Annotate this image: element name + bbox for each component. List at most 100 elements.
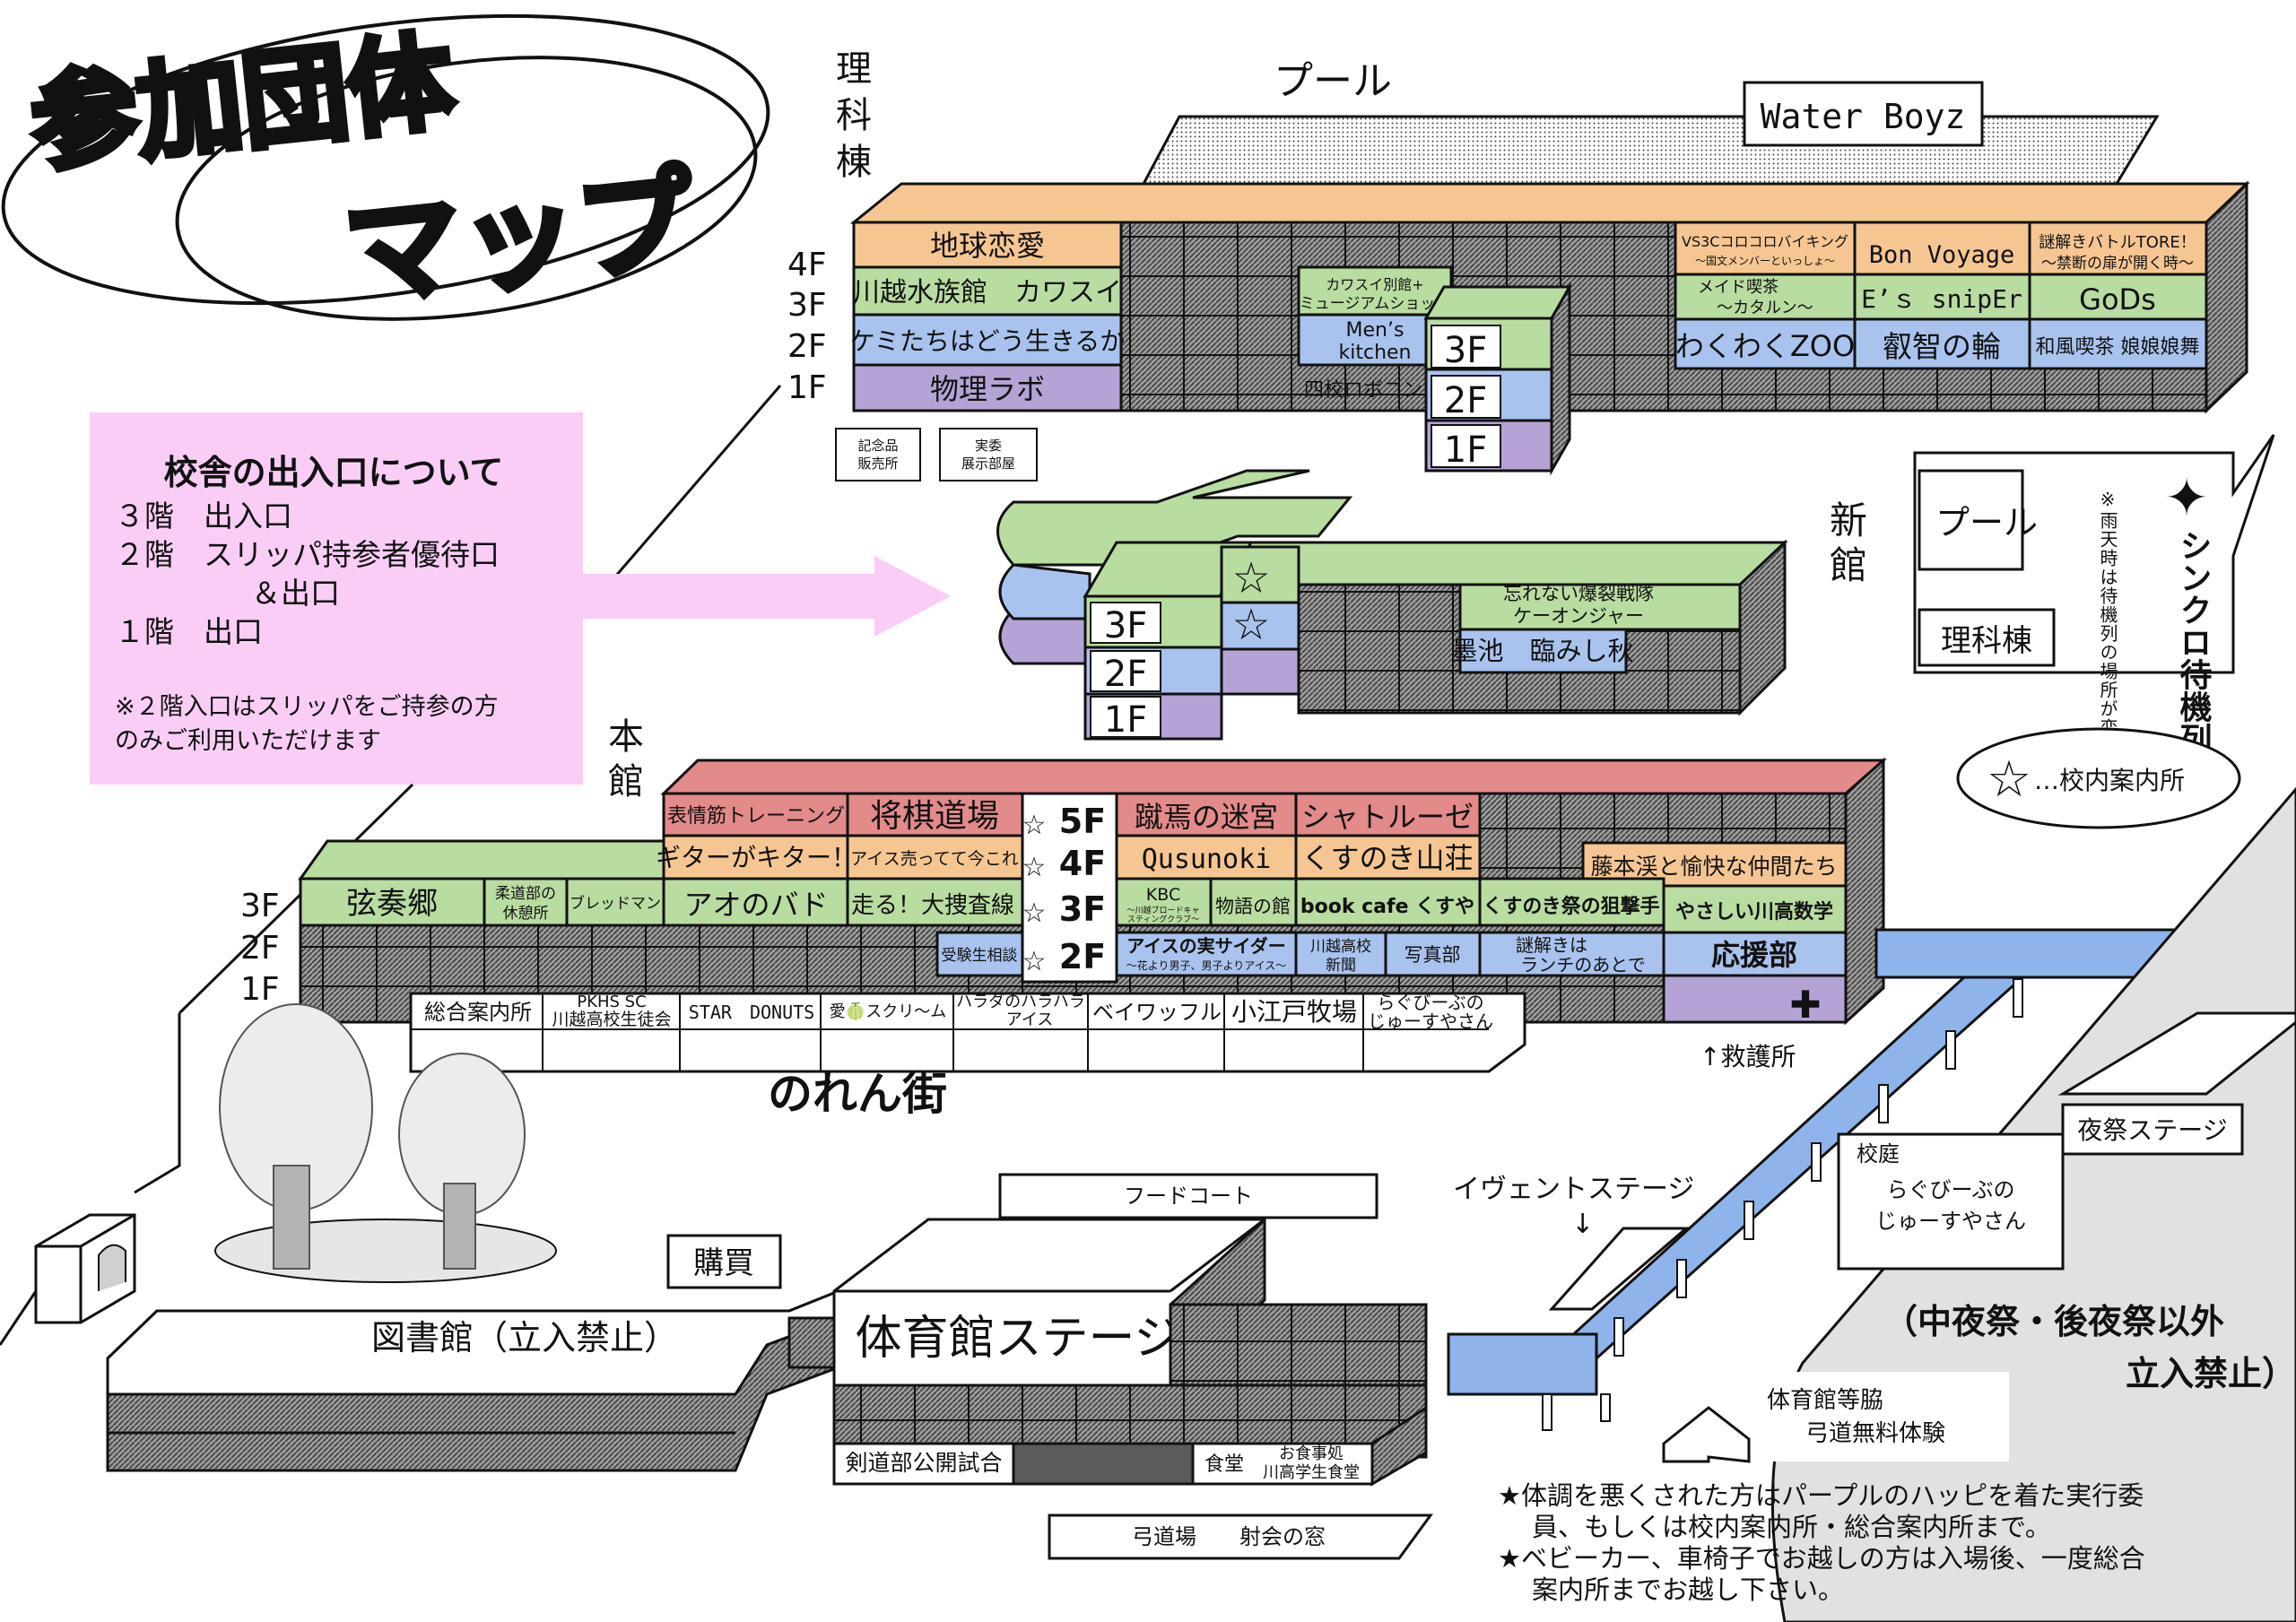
library-link <box>787 1316 836 1369</box>
kyudojo-label: 弓道場 射会の窓 <box>1132 1524 1326 1549</box>
walkway-segment-3 <box>1447 1332 1598 1396</box>
pool-label: プール <box>1274 58 1392 104</box>
new-tower-1f-label: 1F <box>1104 699 1147 741</box>
sci-3f-b-label-1: カワスイ別館+ <box>1326 276 1423 293</box>
leader-line-2 <box>178 783 414 1015</box>
new-label-2: 館 <box>1830 543 1867 587</box>
sci-2f-d-label: 叡智の輪 <box>1883 329 2001 364</box>
main-3f-d <box>662 877 849 927</box>
main-2f-c-label-1: 川越高校 <box>1310 938 1371 956</box>
main-stair-column <box>1021 792 1118 984</box>
food-court-box <box>998 1173 1378 1219</box>
science-label-1: 理 <box>836 48 872 90</box>
pool-area <box>1141 115 2160 186</box>
sci-3f-c <box>1674 273 1857 321</box>
main-stair-3f-label: 3F <box>1059 889 1106 929</box>
main-3f-e-label: 走る！大捜査線 <box>851 892 1014 919</box>
sci-3f-b <box>1297 265 1453 317</box>
new-tower-cap-3 <box>1220 647 1300 696</box>
main-side <box>1844 757 1885 1026</box>
sci-4f-c-label-1: VS3Cコロコロバイキング <box>1682 233 1848 250</box>
title-line-1: 参加団体 <box>26 19 460 186</box>
gym-dark-block <box>1012 1442 1195 1486</box>
main-4f-c-label: Qusunoki <box>1142 844 1272 875</box>
jitsui-box <box>939 428 1038 481</box>
sci-2f-b-label-2: kitchen <box>1339 342 1412 364</box>
library-building: 図書館（立入禁止） <box>106 1288 840 1472</box>
new-info-star-1: ☆ <box>1231 553 1270 603</box>
sci-tower-2f-tag <box>1431 375 1501 419</box>
first-aid-label: ↑救護所 <box>1700 1042 1796 1071</box>
main-2f-c-label-2: 新聞 <box>1326 957 1356 975</box>
gym-stage-label: 体育館ステージ <box>856 1312 1181 1366</box>
courtyard-rugby-2: じゅーすやさん <box>1875 1209 2026 1234</box>
sci-1f-a <box>852 363 1123 412</box>
sci-floor-4f: 4F <box>787 247 827 283</box>
sci-4f-e-label-2: 〜禁断の扉が開く時〜 <box>2041 255 2194 273</box>
new-wing-green <box>996 469 1353 567</box>
new-tower-3f-tag <box>1090 602 1161 644</box>
library-label: 図書館（立入禁止） <box>371 1318 678 1357</box>
main-3f-f-label-3: スティングクラブ〜 <box>1127 914 1199 924</box>
note-line-4: 案内所までお越し下さい。 <box>1532 1574 1844 1605</box>
entrance-line-3: ＆出口 <box>251 576 340 611</box>
courtyard-label-box <box>1837 1132 2065 1271</box>
main-stair-2f-label: 2F <box>1059 937 1106 976</box>
kyudo-label-2: 弓道無料体験 <box>1805 1420 1945 1447</box>
new-wing-blue <box>998 563 1091 620</box>
main-stair-2f-star: ☆ <box>1022 946 1047 977</box>
water-boyz-label: Water Boyz <box>1761 97 1966 136</box>
entrance-note-2: のみご利用いただけます <box>115 727 381 755</box>
event-stage-platform <box>1548 1227 1691 1311</box>
main-3f-a <box>299 877 486 927</box>
kendo-box <box>832 1442 1015 1486</box>
sci-3f-d-label: E’ｓ snipEr <box>1861 284 2022 314</box>
new-wing-purple <box>998 608 1091 665</box>
cafeteria-label: 食堂 <box>1205 1453 1244 1476</box>
new-tower-2f-tag <box>1090 650 1161 692</box>
sci-1f-a-label: 物理ラボ <box>930 372 1045 406</box>
main-stair-3f-star: ☆ <box>1022 898 1047 929</box>
entrance-arrow <box>583 556 951 637</box>
night-stage-box <box>2061 1103 2244 1156</box>
cafeteria-side <box>1370 1405 1428 1487</box>
main-2f-d <box>1384 931 1482 977</box>
main-3f-g <box>1209 877 1298 927</box>
entrance-line-4: １階 出口 <box>115 614 263 649</box>
sci-4f-e-label-1: 謎解きバトルTORE！ <box>2039 233 2196 252</box>
night-stage-label: 夜祭ステージ <box>2077 1115 2227 1145</box>
cafeteria-sub-1: お食事処 <box>1279 1444 1344 1463</box>
sci-2f-a <box>852 313 1123 367</box>
main-4f-b <box>846 834 1024 880</box>
main-3f-b-label-1: 柔道部の <box>495 885 556 903</box>
new-tower-2f-label: 2F <box>1104 654 1147 695</box>
main-2f-a <box>935 931 1024 977</box>
main-floor-3f: 3F <box>240 888 280 924</box>
sci-2f-b-label-1: Men’s <box>1346 319 1405 342</box>
noren-shop-1: 総合案内所 <box>424 1000 532 1025</box>
main-4f-a-label: ギターがキター！ <box>656 843 857 872</box>
entrance-title: 校舎の出入口について <box>164 453 504 492</box>
main-3f-i <box>1478 877 1665 927</box>
new-3f-label-2: ケーオンジャー <box>1513 605 1644 627</box>
gym-building: 体育館ステージ <box>832 1216 1266 1389</box>
new-info-star-2: ☆ <box>1231 600 1270 650</box>
walkway-pillars <box>1542 978 2023 1431</box>
entrance-note-1: ※２階入口はスリッパをご持参の方 <box>115 693 499 721</box>
map-title-logo: 参加団体 マップ <box>1 13 770 326</box>
new-tower-3f-label: 3F <box>1104 605 1147 646</box>
new-main-roof <box>1212 541 1788 586</box>
kyudo-box <box>1758 1372 2009 1462</box>
science-label-3: 棟 <box>836 142 872 183</box>
main-3f-c <box>565 877 665 927</box>
main-2f-b-label-2: 〜花より男子、男子よりアイス〜 <box>1126 958 1287 972</box>
new-tower-cap <box>1220 545 1300 604</box>
jitsui-label-2: 展示部屋 <box>961 455 1015 472</box>
sync-science-label: 理科棟 <box>1941 623 2032 659</box>
sci-2f-e-label: 和風喫茶 娘娘娘舞 <box>2036 336 2200 359</box>
main-roof-5f <box>660 759 1887 795</box>
no-entry-label-2: 立入禁止） <box>2126 1354 2296 1393</box>
sync-science-box <box>1918 608 2056 667</box>
sci-floor-3f: 3F <box>787 287 827 324</box>
event-stage-label: イヴェントステージ <box>1453 1174 1694 1205</box>
